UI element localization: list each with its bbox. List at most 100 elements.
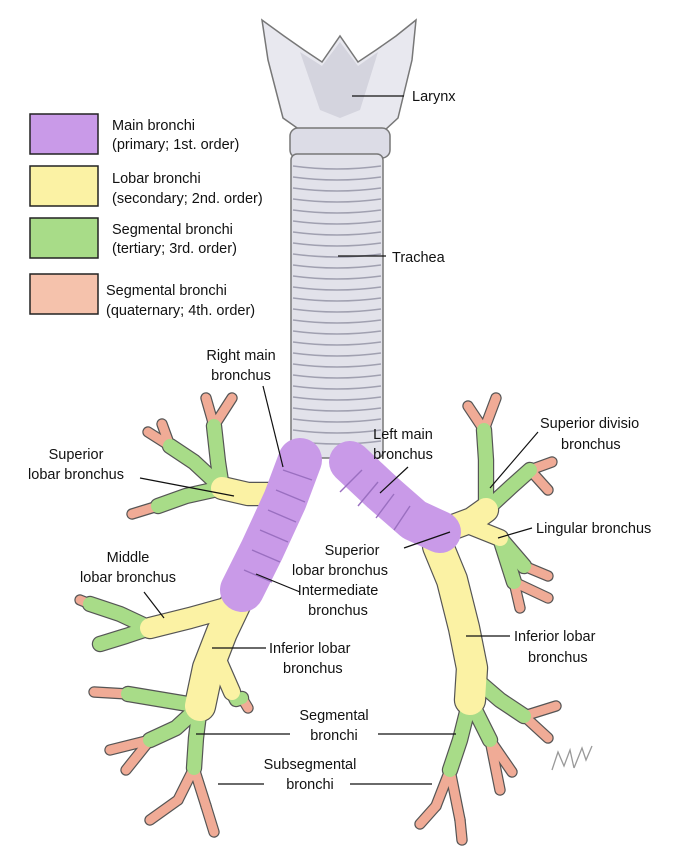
trachea-illustration: [290, 153, 384, 459]
bronchus-ring-8: [375, 493, 395, 519]
label-superior-lobar-left-1: Superior: [325, 543, 380, 559]
label-larynx: Larynx: [412, 89, 456, 105]
legend-label-segmental-3rd-2: (tertiary; 3rd. order): [112, 241, 237, 257]
left-superior-upper-segmental: [477, 423, 493, 517]
label-superior-lobar-right-2: lobar bronchus: [28, 467, 124, 483]
label-superior-lobar-left-2: lobar bronchus: [292, 563, 388, 579]
legend-label-lobar-2: (secondary; 2nd. order): [112, 191, 263, 207]
right-superior-anterior-segmental: [151, 481, 229, 513]
right-inferior-lobar-bronchus: [210, 652, 240, 700]
right-sub-12: [201, 801, 219, 837]
legend-label-segmental-4th-2: (quaternary; 4th. order): [106, 303, 255, 319]
leader-superior-lobar-left: [403, 531, 451, 549]
leader-lingular: [497, 527, 533, 539]
trachea-ring-17: [292, 352, 382, 357]
trachea-ring-5: [292, 220, 382, 225]
trachea-ring-21: [292, 396, 382, 401]
label-middle-lobar-2: lobar bronchus: [80, 570, 176, 586]
leader-left-main: [379, 466, 409, 494]
label-segmental-1: Segmental: [299, 708, 368, 724]
legend-swatch-segmental-4th: [29, 273, 99, 315]
trachea-ring-22: [292, 407, 382, 412]
trachea-ring-15: [292, 330, 382, 335]
bronchus-ring-1: [275, 489, 306, 503]
trachea-ring-6: [292, 231, 382, 236]
right-sub-13: [145, 795, 183, 825]
legend-swatch-lobar: [29, 165, 99, 207]
left-main-bronchus: [329, 441, 461, 553]
legend-item-main-bronchi: Main bronchi (primary; 1st. order): [29, 113, 239, 155]
label-inferior-lobar-left-2: bronchus: [528, 650, 588, 666]
legend-swatch-main: [29, 113, 99, 155]
trachea-ring-7: [292, 242, 382, 247]
leader-superior-lobar-right: [139, 477, 235, 497]
left-sub-15: [415, 801, 441, 829]
labels: Larynx Trachea Right main bronchus Left …: [28, 89, 651, 793]
trachea-ring-12: [292, 297, 382, 302]
bronchus-ring-3: [259, 529, 289, 543]
trachea-ring-4: [292, 209, 382, 214]
label-superior-lobar-right-1: Superior: [49, 447, 104, 463]
label-left-main-2: bronchus: [373, 447, 433, 463]
trachea-ring-18: [292, 363, 382, 368]
label-lingular: Lingular bronchus: [536, 521, 651, 537]
label-superior-divisio-1: Superior divisio: [540, 416, 639, 432]
bronchus-ring-7: [357, 481, 379, 507]
trachea-ring-0: [292, 165, 382, 170]
trachea-ring-1: [292, 176, 382, 181]
bronchus-ring-5: [243, 569, 273, 583]
trachea-ring-3: [292, 198, 382, 203]
legend-item-segmental-3rd: Segmental bronchi (tertiary; 3rd. order): [29, 217, 237, 259]
trachea-ring-8: [292, 253, 382, 258]
legend-label-main-2: (primary; 1st. order): [112, 137, 239, 153]
right-superior-posterior-segmental: [163, 439, 229, 495]
right-middle-upper-segmental: [83, 597, 157, 635]
right-middle-lobar-bronchus: [140, 598, 236, 638]
label-inferior-lobar-right-2: bronchus: [283, 661, 343, 677]
main-bronchi: [220, 438, 461, 612]
leader-middle-lobar: [143, 591, 165, 619]
label-right-main-2: bronchus: [211, 368, 271, 384]
left-sub-11: [485, 735, 505, 795]
legend-swatch-segmental-3rd: [29, 217, 99, 259]
trachea-rings: [292, 165, 382, 445]
label-right-main-1: Right main: [206, 348, 275, 364]
left-lingular-bronchus: [462, 518, 508, 546]
bronchus-ring-0: [282, 469, 313, 481]
label-trachea: Trachea: [392, 250, 446, 266]
trachea-ring-9: [292, 264, 382, 269]
label-intermediate-1: Intermediate: [298, 583, 379, 599]
larynx-shading: [300, 42, 378, 118]
trachea-ring-23: [292, 418, 382, 423]
bronchus-ring-6: [339, 469, 363, 493]
label-intermediate-2: bronchus: [308, 603, 368, 619]
trachea-ring-20: [292, 385, 382, 390]
left-sub-13: [445, 765, 465, 825]
legend-item-segmental-4th: Segmental bronchi (quaternary; 4th. orde…: [29, 273, 255, 319]
leader-superior-divisio: [489, 431, 539, 489]
trachea-ring-11: [292, 286, 382, 291]
label-subsegmental-2: bronchi: [286, 777, 334, 793]
trachea-ring-24: [292, 429, 382, 434]
label-subsegmental-1: Subsegmental: [264, 757, 357, 773]
label-inferior-lobar-right-1: Inferior lobar: [269, 641, 351, 657]
artist-signature: [551, 745, 593, 771]
bronchus-rings: [243, 469, 411, 583]
larynx-illustration: [260, 18, 417, 159]
label-left-main-1: Left main: [373, 427, 433, 443]
label-segmental-2: bronchi: [310, 728, 358, 744]
leader-intermediate: [255, 573, 301, 593]
legend-label-lobar-1: Lobar bronchi: [112, 171, 201, 187]
legend-label-main-1: Main bronchi: [112, 118, 195, 134]
label-middle-lobar-1: Middle: [107, 550, 150, 566]
leader-lines: [139, 95, 539, 785]
legend: Main bronchi (primary; 1st. order) Lobar…: [29, 113, 263, 319]
bronchial-tree-branches: [75, 393, 561, 845]
legend-item-lobar-bronchi: Lobar bronchi (secondary; 2nd. order): [29, 165, 263, 207]
left-inferior-lobar-bronchus: [423, 531, 487, 715]
label-superior-divisio-2: bronchus: [561, 437, 621, 453]
trachea-ring-14: [292, 319, 382, 324]
leader-right-main: [262, 385, 284, 468]
legend-label-segmental-3rd-1: Segmental bronchi: [112, 222, 233, 238]
